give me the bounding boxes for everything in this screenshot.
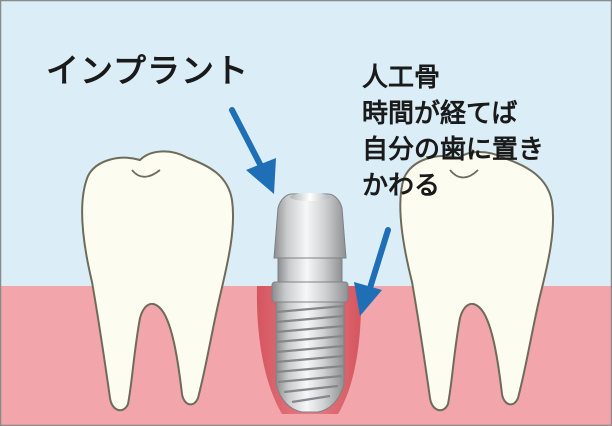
- implant-screw: [275, 299, 345, 413]
- implant-band: [277, 255, 343, 283]
- arrow-artificial-bone: [354, 227, 391, 316]
- arrow-implant: [229, 107, 276, 194]
- artificial-bone-label: 人工骨 時間が経てば 自分の歯に置き かわる: [362, 60, 544, 204]
- left-tooth: [81, 150, 235, 412]
- implant-abutment-top: [290, 193, 330, 201]
- left-tooth-groove: [131, 169, 161, 178]
- right-tooth-groove: [449, 169, 479, 179]
- right-tooth: [399, 151, 555, 412]
- artificial-bone-line-4: かわる: [362, 171, 441, 201]
- implant-label: インプラント: [46, 51, 250, 90]
- artificial-bone-line-2: 時間が経てば: [362, 99, 518, 129]
- implant-abutment: [273, 193, 347, 259]
- artificial-bone-line-1: 人工骨: [362, 63, 441, 93]
- artificial-bone-line-3: 自分の歯に置き: [362, 135, 545, 165]
- implant-collar: [271, 281, 349, 303]
